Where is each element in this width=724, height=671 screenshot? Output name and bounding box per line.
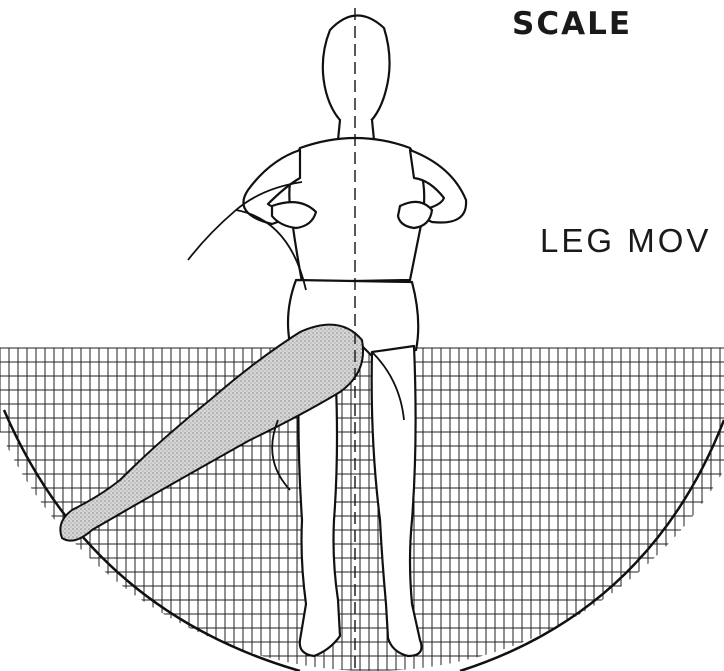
head (323, 15, 390, 132)
standing-leg-right (372, 346, 422, 656)
right-hand (398, 202, 432, 228)
scale-label: SCALE (512, 6, 632, 42)
leg-movement-label: LEG MOV (540, 222, 711, 260)
